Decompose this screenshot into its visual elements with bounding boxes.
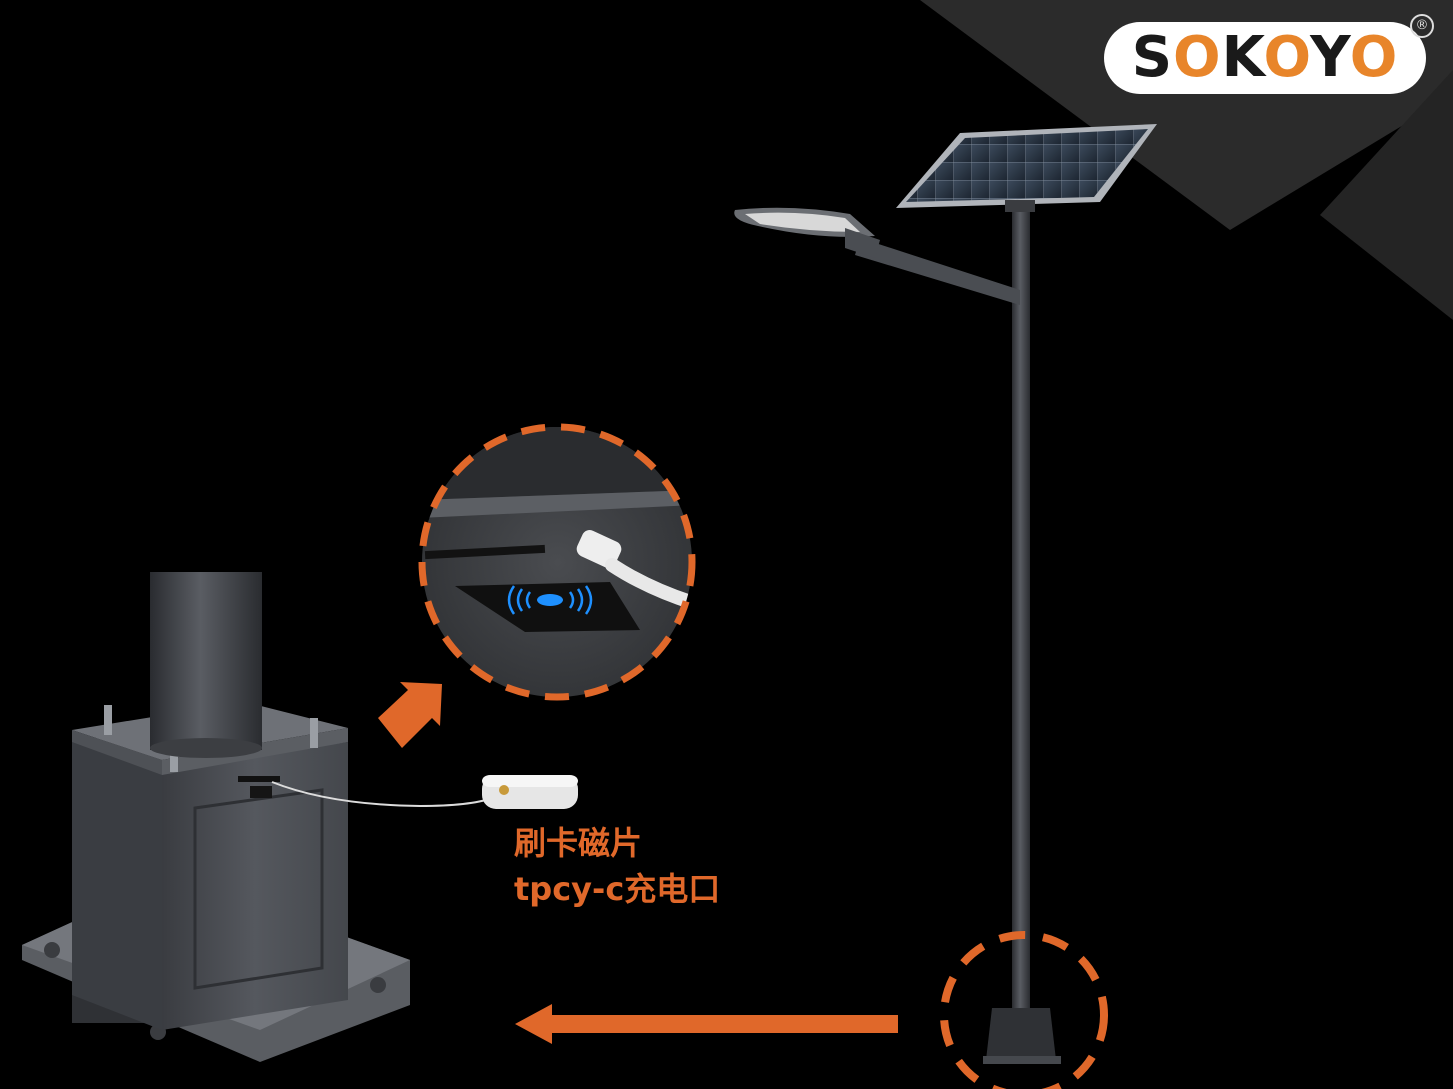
base-box-front (162, 742, 348, 1030)
solar-panel-icon (896, 124, 1157, 212)
base-box-illustration (22, 572, 410, 1062)
nfc-pad (250, 786, 272, 798)
background-shape (1320, 70, 1453, 320)
arrow-up-right-icon (378, 682, 442, 748)
solar-panel-cells (906, 129, 1148, 202)
base-highlight-circle (940, 931, 1108, 1089)
zoom-detail-circle (418, 423, 696, 701)
lamp-head (734, 207, 880, 258)
lamp-base (983, 1008, 1061, 1064)
usb-c-cable-icon (271, 781, 493, 808)
registered-mark: ® (1410, 14, 1434, 38)
street-lamp-icon (734, 124, 1157, 1064)
lamp-pole (1012, 200, 1030, 1020)
arrow-left-icon (515, 1004, 898, 1044)
lamp-arm (855, 238, 1020, 305)
base-box-door (193, 788, 324, 990)
brand-logo-text: SOKOYO (1131, 25, 1399, 90)
power-bank-icon (482, 775, 578, 809)
brand-logo: SOKOYO (1104, 22, 1426, 94)
card-magnet-label: 刷卡磁片 (514, 824, 643, 862)
base-pole (150, 572, 262, 750)
charging-port-label: tpcy-c充电口 (514, 870, 721, 908)
card-slot (238, 776, 280, 782)
nfc-icon (455, 582, 640, 632)
